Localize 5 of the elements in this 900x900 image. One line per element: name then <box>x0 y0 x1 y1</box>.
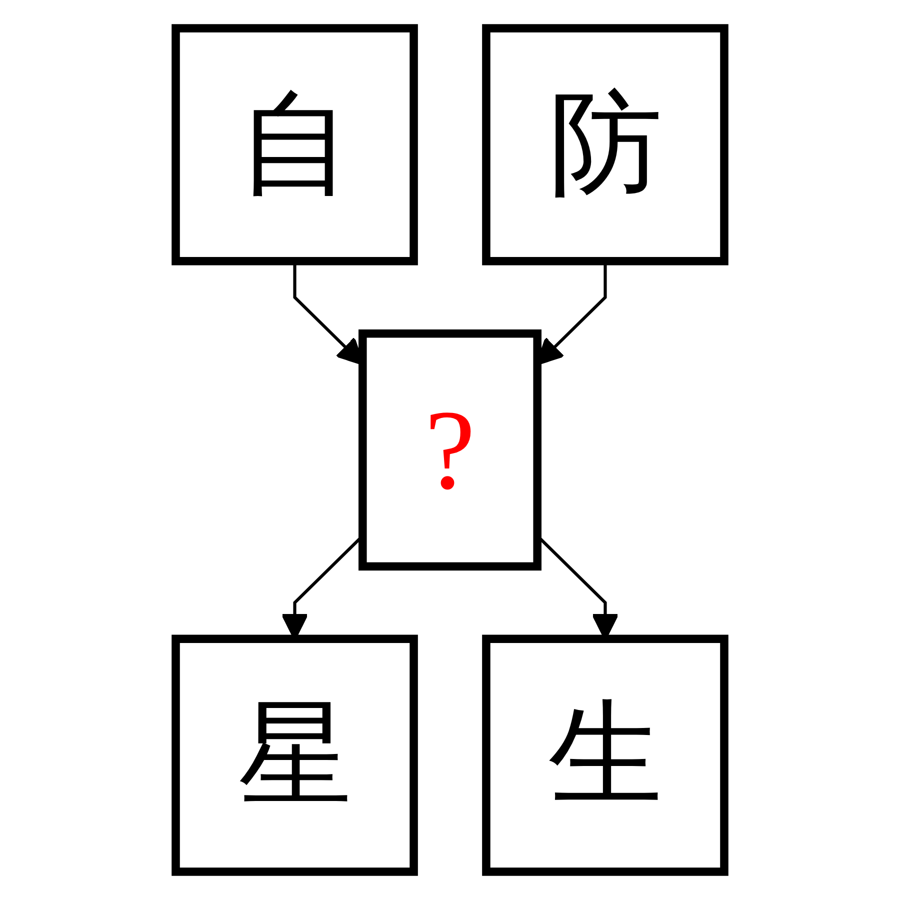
node-box: 生 <box>482 634 728 876</box>
node-box: ? <box>358 329 542 571</box>
node-box: 自 <box>172 24 418 266</box>
node-box: 防 <box>482 24 728 266</box>
node-box: 星 <box>172 634 418 876</box>
